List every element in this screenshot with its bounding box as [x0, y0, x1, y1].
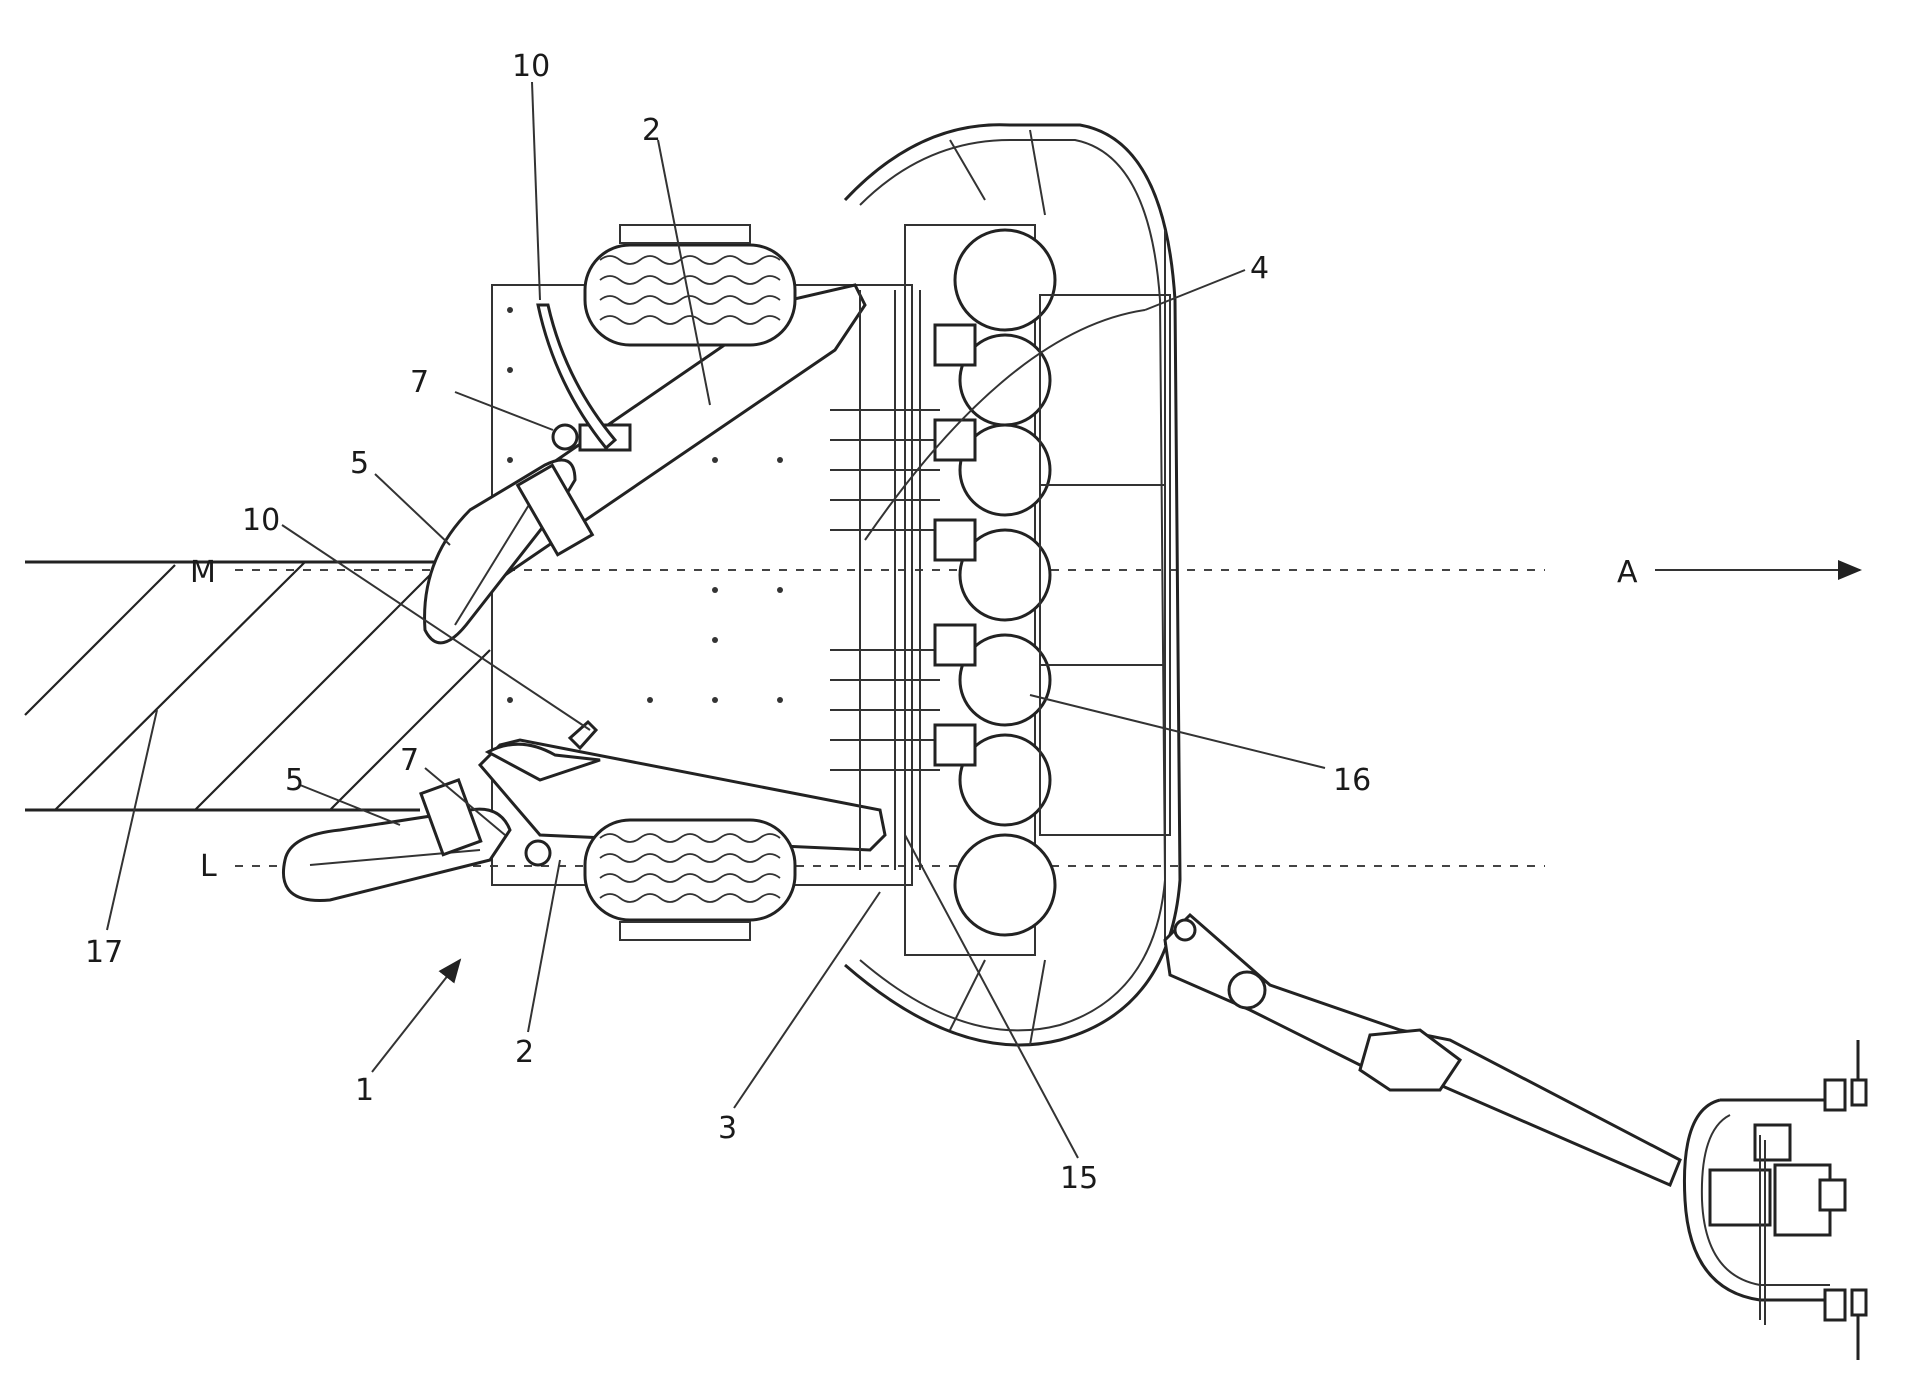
label-5-top: 5 [350, 446, 369, 481]
label-16: 16 [1333, 763, 1371, 798]
label-a: A [1617, 555, 1638, 590]
label-l: L [200, 849, 217, 884]
upper-wheel [585, 225, 795, 345]
label-15: 15 [1060, 1161, 1098, 1196]
label-7-top: 7 [410, 365, 429, 400]
lower-wheel [585, 820, 795, 940]
label-2-top: 2 [642, 113, 661, 148]
label-7-bottom: 7 [400, 743, 419, 778]
label-1: 1 [355, 1073, 374, 1108]
rake-tines [830, 290, 940, 870]
label-10-top: 10 [512, 49, 550, 84]
label-10-mid: 10 [242, 503, 280, 538]
lower-pivot [526, 841, 550, 865]
hitch-assembly [1684, 1040, 1866, 1360]
upper-pivot [553, 425, 577, 449]
label-4: 4 [1250, 251, 1269, 286]
label-m: M [190, 555, 216, 590]
label-17: 17 [85, 935, 123, 970]
swath-region [25, 562, 490, 810]
label-5-bottom: 5 [285, 763, 304, 798]
label-3: 3 [718, 1111, 737, 1146]
label-2-bottom: 2 [515, 1035, 534, 1070]
